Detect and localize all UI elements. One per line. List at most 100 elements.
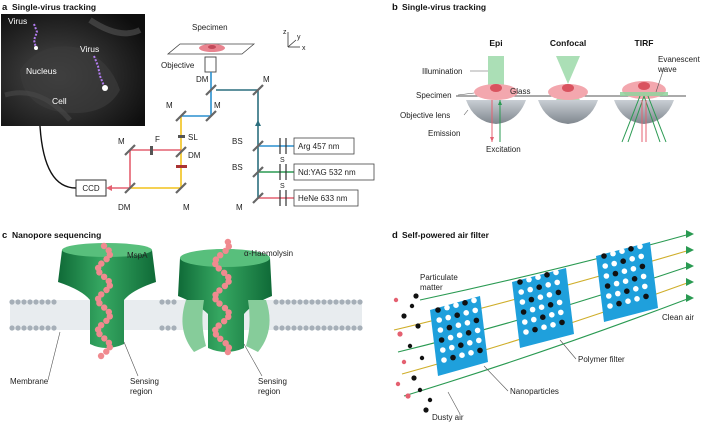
dust-particle — [427, 397, 433, 403]
lipid-head — [333, 299, 339, 305]
panel-d: d Self-powered air filter Pa — [392, 230, 694, 422]
lipid-head — [339, 299, 345, 305]
panel-d-leader-lines — [447, 339, 577, 415]
filter-dot — [440, 347, 446, 353]
filter-dot — [450, 354, 456, 361]
m-label-1: M — [263, 75, 270, 84]
lipid-head — [45, 299, 51, 305]
filter-dot — [435, 307, 441, 313]
filter-dot — [458, 342, 464, 349]
lipid-head — [51, 299, 57, 305]
filter-dot — [447, 334, 454, 341]
filter-dot — [625, 298, 631, 305]
filter-dot — [476, 337, 482, 344]
axis-y: y — [297, 34, 301, 41]
lipid-head — [165, 325, 171, 331]
dust-particle — [417, 387, 423, 393]
dna-bead — [216, 300, 223, 307]
dm-label-1: DM — [196, 75, 209, 84]
panel-c-leader-lines — [47, 331, 263, 381]
filter-red-icon — [176, 165, 187, 168]
lipid-head — [345, 325, 351, 331]
lipid-head — [39, 299, 45, 305]
panel-b-title: Single-virus tracking — [402, 2, 486, 12]
dna-bead — [103, 256, 110, 263]
filter-dot — [637, 243, 643, 250]
filter-dot — [633, 286, 639, 292]
lipid-head — [285, 325, 291, 331]
filter-dot — [537, 294, 544, 301]
dna-bead — [106, 282, 114, 289]
filter-dot — [535, 274, 541, 281]
sensing-label-2b: region — [258, 387, 280, 396]
lipid-head — [171, 299, 177, 305]
panel-d-letter: d — [392, 230, 398, 241]
filter-dot — [523, 329, 529, 335]
dna-bead — [96, 330, 103, 338]
laser-label-hene: HeNe 633 nm — [298, 194, 348, 203]
filter-dot — [631, 276, 638, 282]
axes-icon — [287, 32, 300, 48]
lipid-head — [357, 299, 363, 305]
dna-bead — [100, 242, 108, 250]
filter-dot — [474, 327, 481, 334]
filter-dot — [473, 317, 480, 324]
dna-bead — [215, 265, 222, 272]
lipid-head — [315, 325, 321, 331]
filter-dot — [472, 307, 479, 314]
dna-bead — [212, 331, 220, 338]
filter-dot — [544, 272, 550, 278]
dna-bead — [212, 260, 219, 268]
lipid-head — [171, 325, 177, 331]
dna-bead — [216, 287, 223, 294]
filter-dot — [468, 350, 474, 356]
dna-bead — [103, 286, 110, 294]
laser-label-arg: Arg 457 nm — [298, 142, 340, 151]
filter-dot — [553, 269, 559, 276]
optics-mirrors — [124, 84, 264, 204]
particulate-label: Particulate — [420, 273, 458, 282]
filter-dot — [634, 296, 640, 302]
dna-bead — [225, 243, 233, 250]
filter-dot — [531, 316, 537, 323]
filter-dot — [527, 286, 533, 293]
axis-x: x — [302, 45, 306, 52]
lipid-head — [51, 325, 57, 331]
dna-bead — [222, 340, 229, 347]
objective-lens-label: Objective lens — [400, 111, 450, 120]
filter-dot — [441, 357, 447, 363]
sensing-label-2a: Sensing — [258, 377, 287, 386]
dm-label-3: DM — [118, 203, 131, 212]
filter-dot — [547, 302, 554, 308]
panel-c: c Nanopore sequencing MspA α-Haemolysin … — [2, 230, 363, 396]
ccd-label: CCD — [82, 184, 100, 193]
filter-dot — [612, 270, 619, 277]
filter-dot — [545, 282, 551, 288]
lipid-head — [273, 299, 279, 305]
filter-dot — [463, 310, 470, 316]
label-cell: Cell — [52, 96, 67, 106]
filter-dot — [619, 248, 625, 254]
filter-dot — [613, 280, 620, 287]
lipid-head — [321, 325, 327, 331]
laser-box-arg — [293, 137, 355, 155]
filter-dot — [454, 312, 461, 319]
lipid-head — [327, 325, 333, 331]
specimen-label: Specimen — [192, 23, 228, 32]
filter-dot — [642, 283, 648, 290]
dust-particle — [401, 359, 407, 365]
dna-bead — [101, 335, 108, 342]
filter-dot — [453, 302, 459, 309]
dust-particle — [407, 343, 413, 349]
lipid-head — [291, 325, 297, 331]
filter-dot — [622, 278, 629, 285]
filter-dot — [621, 268, 628, 275]
lipid-head — [45, 325, 51, 331]
m-label-5: M — [183, 203, 190, 212]
mode-epi: Epi — [489, 38, 502, 48]
camera-cable — [39, 125, 77, 189]
filter-dot — [603, 273, 610, 279]
lipid-head — [303, 325, 309, 331]
dna-bead — [220, 318, 228, 325]
